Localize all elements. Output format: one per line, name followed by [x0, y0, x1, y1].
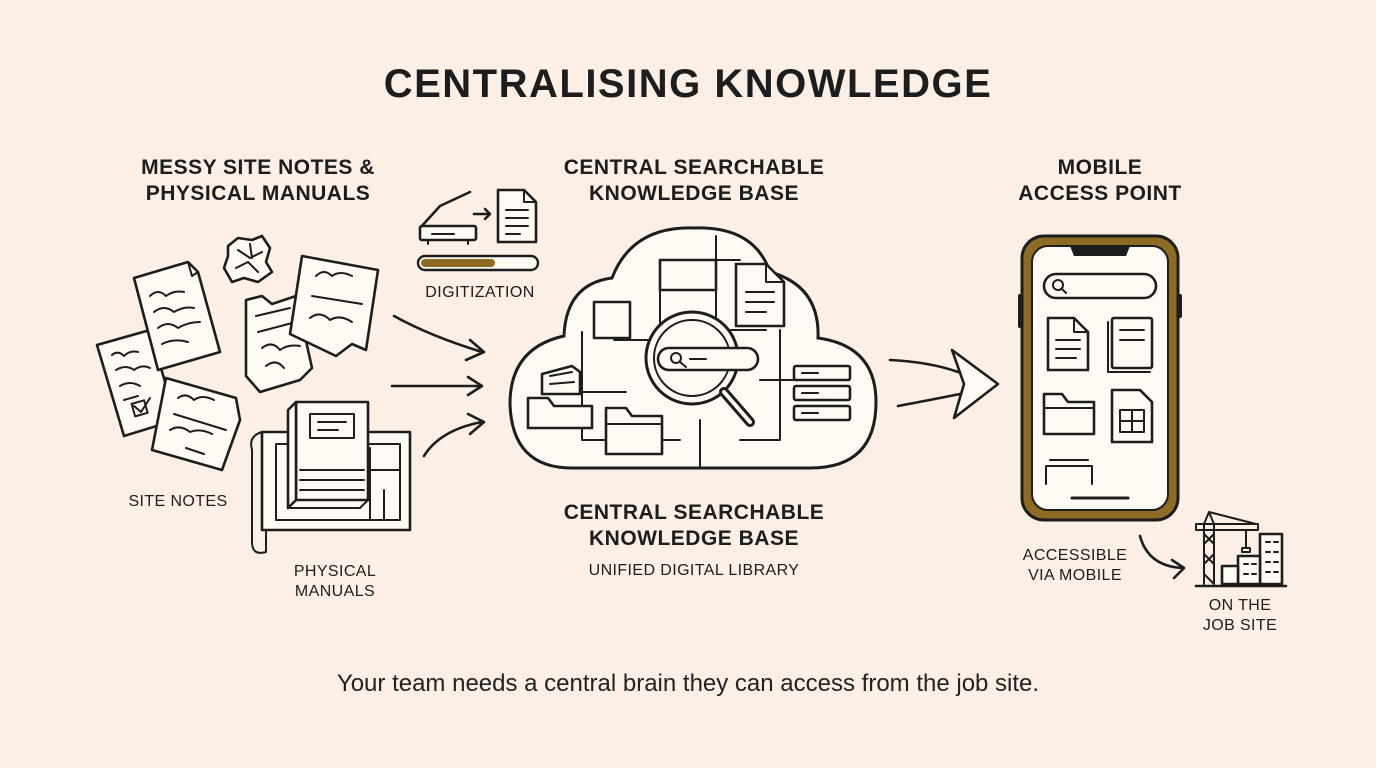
- document-icon: [496, 188, 538, 244]
- arrow-icon: [392, 314, 486, 362]
- right-heading-line1: MOBILE: [1057, 156, 1143, 179]
- center-heading-line2: KNOWLEDGE BASE: [588, 182, 799, 205]
- accessible-line2: VIA MOBILE: [1028, 567, 1122, 584]
- arrow-icon: [1138, 534, 1186, 580]
- center-heading-line1: CENTRAL SEARCHABLE: [563, 156, 825, 179]
- arrow-icon: [422, 412, 486, 458]
- center-heading: CENTRAL SEARCHABLE KNOWLEDGE BASE: [520, 155, 868, 207]
- search-input: [1042, 272, 1158, 300]
- crumpled-paper-icon: [222, 234, 274, 284]
- document-icon: [1046, 316, 1090, 372]
- center-bottom-heading-line2: KNOWLEDGE BASE: [588, 527, 799, 550]
- site-notes-label: SITE NOTES: [128, 493, 228, 510]
- accessible-label: ACCESSIBLE VIA MOBILE: [1005, 546, 1145, 586]
- center-bottom-heading-line1: CENTRAL SEARCHABLE: [563, 501, 825, 524]
- arrow-icon: [888, 358, 962, 408]
- crane-icon: [1195, 511, 1259, 585]
- digitization-progress-bar: [416, 254, 540, 272]
- digitization-label: DIGITIZATION: [425, 284, 535, 301]
- smartphone-icon: [1018, 234, 1182, 522]
- arrow-icon: [390, 375, 484, 397]
- physical-manuals-line2: MANUALS: [294, 583, 376, 600]
- book-icon: [1107, 316, 1154, 373]
- server-icon: [792, 364, 852, 422]
- book-icon: [286, 400, 370, 510]
- arrow-head-icon: [950, 348, 1000, 420]
- document-icon: [734, 262, 786, 328]
- left-heading: MESSY SITE NOTES & PHYSICAL MANUALS: [108, 155, 408, 207]
- accessible-line1: ACCESSIBLE: [1022, 547, 1128, 564]
- arrow-icon: [472, 207, 492, 221]
- scanner-icon: [418, 190, 478, 245]
- folder-icon: [526, 364, 594, 430]
- spreadsheet-icon: [1110, 388, 1154, 444]
- right-heading-line2: ACCESS POINT: [1018, 182, 1182, 205]
- site-note-paper: [150, 376, 242, 472]
- site-note-paper: [288, 254, 380, 358]
- page-title: CENTRALISING KNOWLEDGE: [383, 62, 993, 106]
- left-heading-line1: MESSY SITE NOTES &: [141, 156, 375, 179]
- center-subtitle: UNIFIED DIGITAL LIBRARY: [588, 562, 800, 579]
- site-note-paper: [132, 260, 222, 372]
- physical-manuals-line1: PHYSICAL: [293, 563, 377, 580]
- folder-icon: [1042, 392, 1096, 436]
- stacked-files-icon: [1045, 459, 1093, 485]
- caption: Your team needs a central brain they can…: [336, 670, 1040, 697]
- jobsite-label: ON THE JOB SITE: [1180, 596, 1300, 636]
- physical-manuals-label: PHYSICAL MANUALS: [270, 562, 400, 602]
- center-bottom-heading: CENTRAL SEARCHABLE KNOWLEDGE BASE: [520, 500, 868, 552]
- folder-icon: [604, 406, 664, 456]
- left-heading-line2: PHYSICAL MANUALS: [145, 182, 371, 205]
- buildings-icon: [1194, 532, 1288, 588]
- magnifier-icon: [644, 310, 760, 427]
- jobsite-line1: ON THE: [1208, 597, 1272, 614]
- jobsite-line2: JOB SITE: [1202, 617, 1278, 634]
- right-heading: MOBILE ACCESS POINT: [990, 155, 1210, 207]
